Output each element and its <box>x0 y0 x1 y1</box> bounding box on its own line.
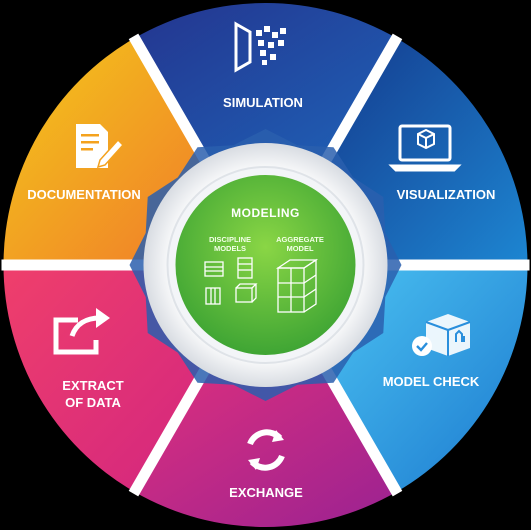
document-pen-icon <box>76 124 125 169</box>
label-model-check: MODEL CHECK <box>383 374 480 389</box>
box-check-icon <box>412 314 471 356</box>
hub-circle <box>175 175 356 355</box>
segment-simulation[interactable] <box>134 2 397 170</box>
label-extract-of-data-line1: EXTRACT <box>62 378 123 393</box>
laptop-cube-icon <box>388 124 462 172</box>
segment-labels: SIMULATION VISUALIZATION MODEL CHECK EXC… <box>27 95 495 500</box>
share-arrow-icon <box>53 308 110 355</box>
aggregate-model-icon <box>275 258 319 313</box>
hub-left-caption-1: DISCIPLINE <box>209 235 251 244</box>
label-visualization: VISUALIZATION <box>397 187 496 202</box>
label-extract-of-data-line2: OF DATA <box>65 395 121 410</box>
hub-left-caption-2: MODELS <box>214 244 246 253</box>
label-exchange: EXCHANGE <box>229 485 303 500</box>
discipline-models-icon <box>204 257 258 305</box>
hub-title: MODELING <box>231 206 300 220</box>
hub-right-caption-1: AGGREGATE <box>276 235 324 244</box>
hub-right-caption-2: MODEL <box>286 244 314 253</box>
exchange-arrows-icon <box>247 429 285 471</box>
label-documentation: DOCUMENTATION <box>27 187 141 202</box>
segment-exchange[interactable] <box>134 360 397 527</box>
label-simulation: SIMULATION <box>223 95 303 110</box>
simulation-icon <box>234 21 286 73</box>
